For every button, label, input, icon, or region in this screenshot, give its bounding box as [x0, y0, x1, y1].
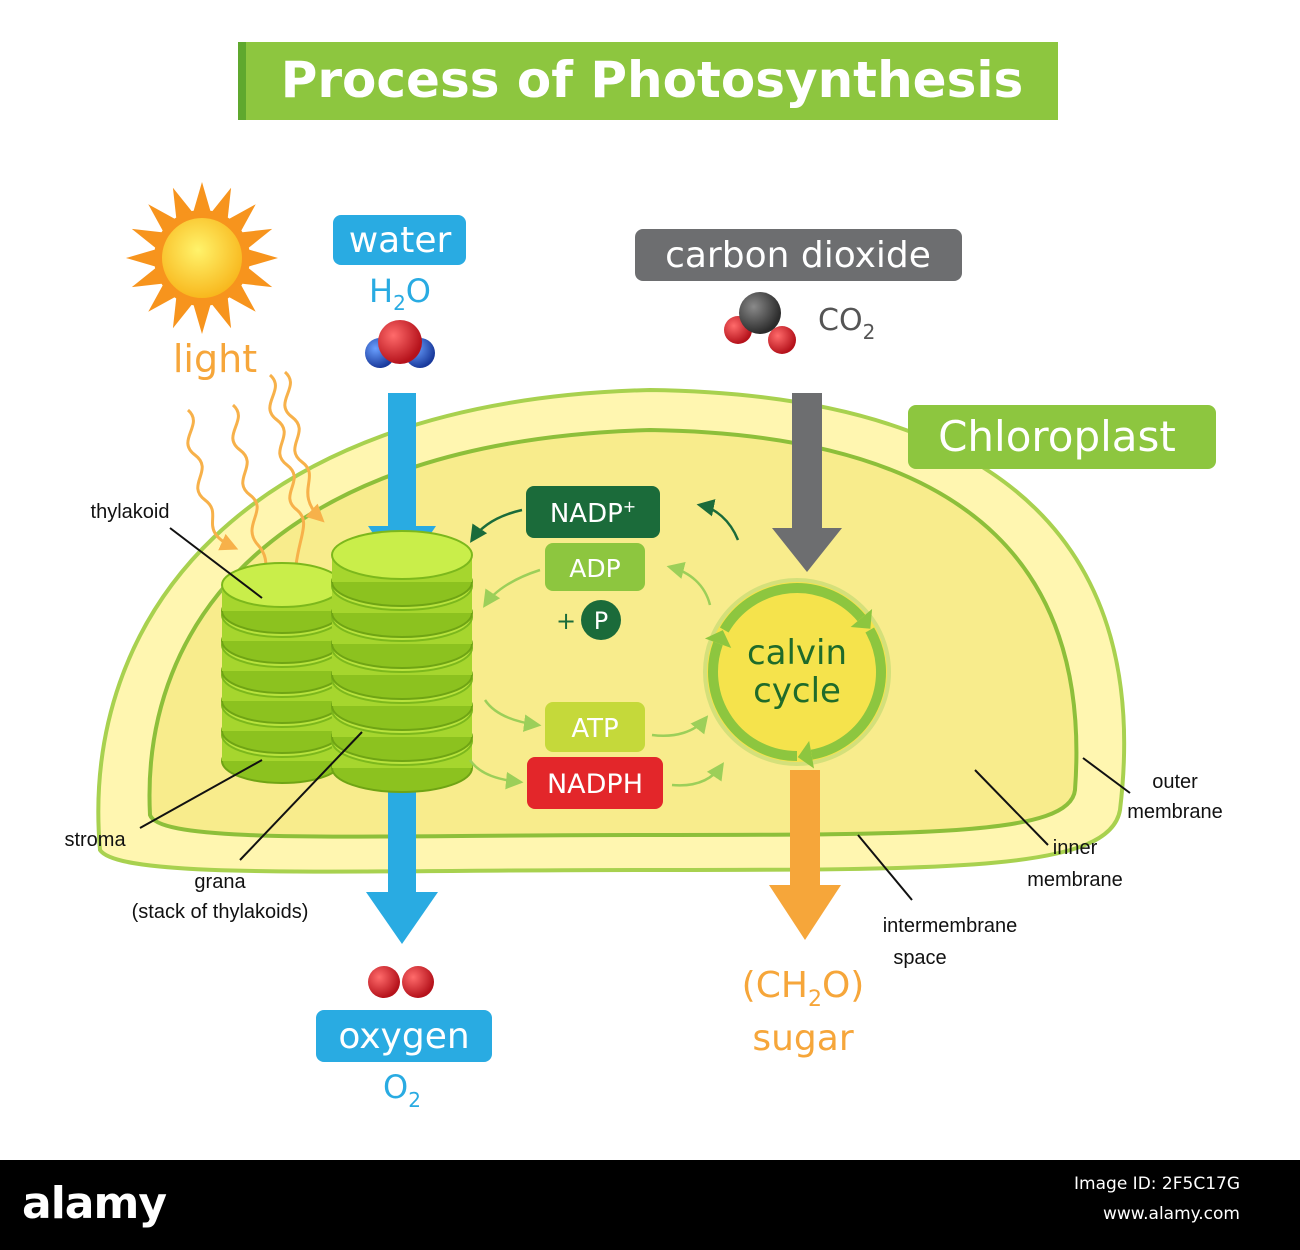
oxygen-molecule-icon — [368, 966, 434, 998]
granum-left — [221, 562, 343, 784]
sun-ray — [172, 296, 194, 329]
atp-label: ATP — [571, 714, 618, 744]
oxygen-label: oxygen — [338, 1016, 469, 1057]
cycle-arrow — [708, 641, 798, 761]
sun-ray — [210, 296, 232, 329]
title-banner: Process of Photosynthesis — [238, 42, 1058, 120]
water-label: water — [349, 220, 452, 261]
outer-membrane-label-1: outer — [1152, 771, 1198, 793]
co2-molecule-icon — [724, 292, 796, 354]
calvin-cycle-label-1: calvin — [747, 633, 847, 673]
sugar-label: sugar — [752, 1018, 853, 1059]
nadp-badge: NADP+ — [526, 486, 660, 538]
grana-label-2: (stack of thylakoids) — [132, 901, 309, 923]
sun-ray — [240, 228, 273, 250]
cycle-arrowhead — [704, 630, 732, 649]
co2-formula: CO2 — [818, 303, 875, 344]
intermembrane-label-2: space — [893, 947, 946, 969]
water-formula: H2O — [369, 272, 431, 315]
outer-membrane-label-2: membrane — [1127, 801, 1223, 823]
nadph-badge: NADPH — [527, 757, 663, 809]
co2-arrow — [772, 393, 842, 572]
adp-label: ADP — [569, 554, 620, 583]
nadp-label: NADP+ — [550, 497, 636, 529]
oxygen-badge: oxygen — [316, 1010, 492, 1062]
page-title: Process of Photosynthesis — [281, 51, 1024, 109]
sun-ray — [247, 249, 278, 267]
sun-ray — [131, 228, 164, 250]
chloroplast-label: Chloroplast — [908, 405, 1216, 469]
granum-right — [331, 530, 473, 793]
oxygen-arrow — [366, 775, 438, 944]
thylakoid-label: thylakoid — [91, 501, 170, 523]
phosphate-label: P — [594, 607, 608, 635]
sun-ray — [193, 182, 211, 213]
flow-arrows — [468, 499, 740, 790]
footer-image-id: Image ID: 2F5C17G — [1074, 1174, 1240, 1194]
sun-icon — [126, 182, 278, 334]
cycle-arrow — [719, 583, 866, 633]
sun-ray — [193, 303, 211, 334]
chloroplast-label-text: Chloroplast — [938, 412, 1176, 461]
sun-ray — [126, 249, 157, 267]
footer-url: www.alamy.com — [1102, 1204, 1240, 1224]
sun-ray — [131, 266, 164, 288]
phosphate-plus: + — [556, 607, 576, 635]
light-label: light — [173, 337, 257, 381]
sugar-formula: (CH2O) — [742, 965, 865, 1012]
calvin-cycle-label-2: cycle — [753, 671, 841, 711]
grana-label-1: grana — [194, 871, 246, 893]
carbon-dioxide-badge: carbon dioxide — [635, 229, 962, 281]
sun-ray — [172, 187, 194, 220]
inner-membrane-label-2: membrane — [1027, 869, 1123, 891]
intermembrane-label-1: intermembrane — [883, 915, 1018, 937]
thylakoid-top — [331, 530, 473, 580]
sugar-arrow — [769, 770, 841, 940]
leader-lines — [139, 527, 1131, 901]
inner-membrane-label-1: inner — [1053, 837, 1098, 859]
footer-bar: alamy Image ID: 2F5C17G www.alamy.com — [0, 1160, 1300, 1250]
carbon-dioxide-label: carbon dioxide — [665, 235, 931, 276]
cycle-arrowhead — [797, 740, 815, 769]
phosphate: + P — [556, 600, 621, 640]
nadph-label: NADPH — [547, 769, 643, 800]
water-molecule-icon — [365, 320, 435, 368]
calvin-cycle: calvin cycle — [703, 578, 891, 769]
stroma-label: stroma — [64, 829, 126, 851]
thylakoid-top — [221, 562, 343, 608]
oxygen-formula: O2 — [383, 1068, 421, 1112]
water-badge: water — [333, 215, 466, 265]
footer-brand: alamy — [22, 1178, 167, 1229]
atp-badge: ATP — [545, 702, 645, 752]
light-rays — [186, 370, 325, 602]
adp-badge: ADP — [545, 543, 645, 591]
cycle-arrowhead — [850, 609, 873, 629]
cycle-arrow — [810, 627, 886, 760]
sun-ray — [240, 266, 273, 288]
sun-ray — [210, 187, 232, 220]
